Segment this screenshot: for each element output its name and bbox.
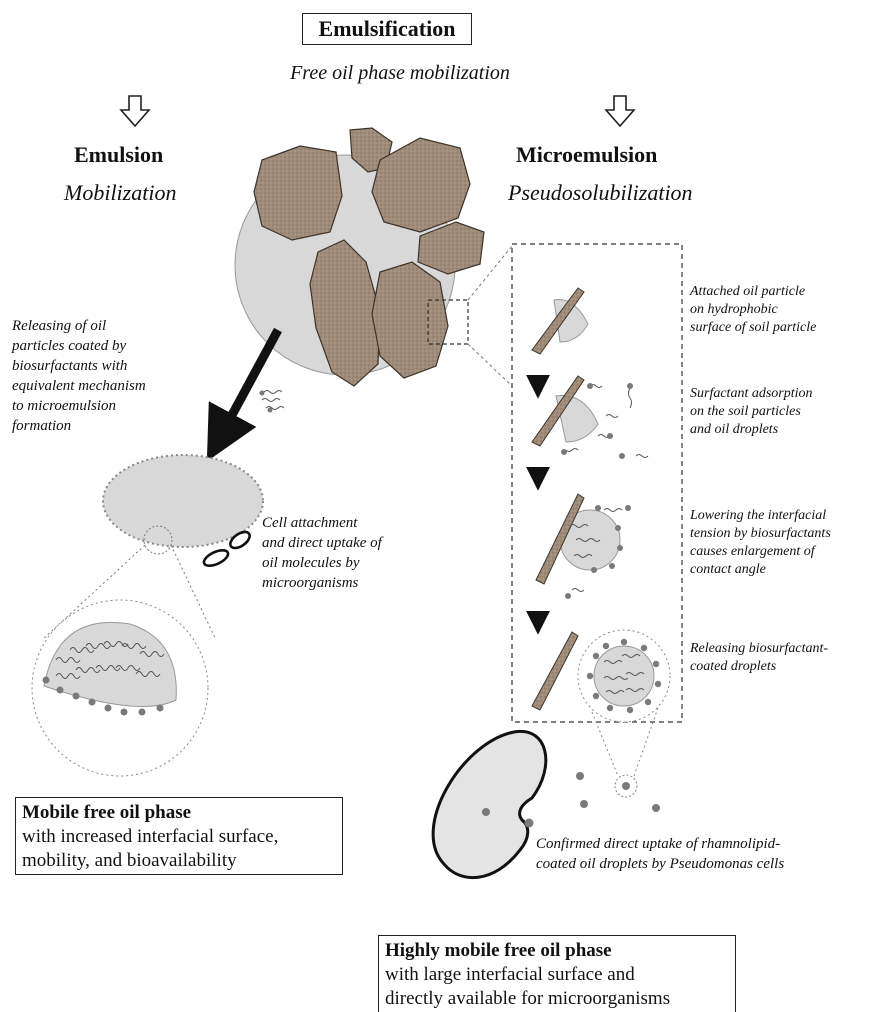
step-1-graphic xyxy=(532,288,588,354)
confirmed-uptake-text: Confirmed direct uptake of rhamnolipid- … xyxy=(536,834,784,874)
step-3-graphic xyxy=(536,494,631,599)
right-hollow-arrow-icon xyxy=(606,96,634,126)
oil-droplet xyxy=(576,772,584,780)
right-heading: Microemulsion xyxy=(516,142,657,168)
left-heading: Emulsion xyxy=(74,142,163,168)
microbial-cell xyxy=(202,547,231,569)
mobile-oil-heading: Mobile free oil phase xyxy=(22,801,336,825)
surfactant-molecule-group xyxy=(260,391,285,413)
oil-droplet xyxy=(652,804,660,812)
oil-droplet xyxy=(580,800,588,808)
highly-mobile-oil-heading: Highly mobile free oil phase xyxy=(385,939,729,963)
left-subheading: Mobilization xyxy=(64,180,176,206)
left-hollow-arrow-icon xyxy=(121,96,149,126)
pseudomonas-cell xyxy=(433,731,546,877)
step-4-label: Releasing biosurfactant- coated droplets xyxy=(690,640,828,676)
oil-droplet xyxy=(482,808,490,816)
right-subheading: Pseudosolubilization xyxy=(508,180,693,206)
page-subtitle: Free oil phase mobilization xyxy=(252,62,548,85)
mobile-oil-box: Mobile free oil phase with increased int… xyxy=(15,797,343,875)
zoom-guide-line xyxy=(468,344,512,386)
title-box: Emulsification xyxy=(302,13,472,45)
step-2-graphic xyxy=(532,376,648,459)
step-1-label: Attached oil particle on hydrophobic sur… xyxy=(690,283,816,337)
step-3-label: Lowering the interfacial tension by bios… xyxy=(690,507,831,579)
highly-mobile-oil-box: Highly mobile free oil phase with large … xyxy=(378,935,736,1012)
soil-particle xyxy=(254,146,342,240)
oil-droplet xyxy=(525,819,534,828)
step-4-graphic xyxy=(532,630,670,722)
oil-droplet xyxy=(622,782,630,790)
oil-soil-cluster xyxy=(235,128,512,386)
cell-attachment-text: Cell attachment and direct uptake of oil… xyxy=(262,513,382,593)
release-text: Releasing of oil particles coated by bio… xyxy=(12,316,146,436)
page-title: Emulsification xyxy=(303,14,471,44)
step-2-label: Surfactant adsorption on the soil partic… xyxy=(690,385,813,439)
